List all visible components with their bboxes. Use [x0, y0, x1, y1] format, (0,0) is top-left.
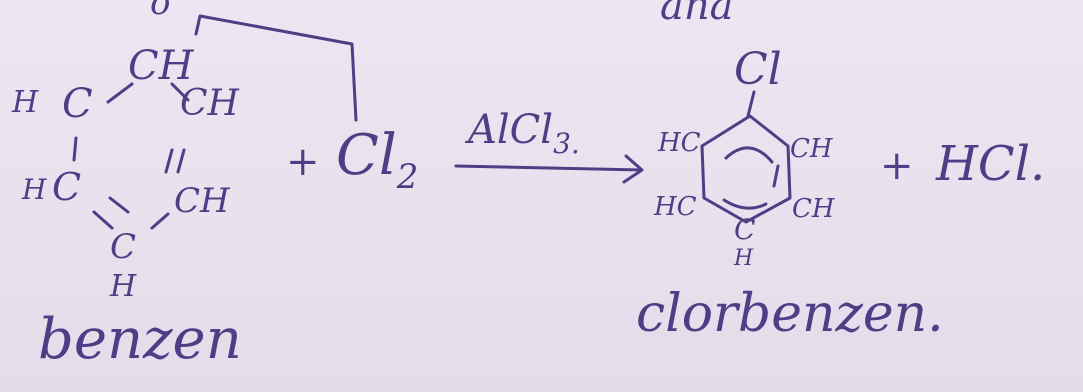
bond-c6-c5-double-a: [92, 210, 114, 230]
atom-right-top-ch: CH: [790, 134, 833, 164]
atom-c4-c: C: [52, 165, 82, 209]
bond-c3-c4-double-b: [176, 148, 186, 174]
reagent-cl2-symbol: Cl: [336, 123, 397, 188]
atom-c2-h: H: [12, 85, 39, 120]
atom-bottom-c: C: [734, 213, 756, 246]
product-ring-inner-bond-top: [724, 146, 774, 164]
byproduct-hcl: HCl.: [936, 136, 1046, 192]
bond-c3-c4-double-a: [164, 148, 174, 174]
atom-c4-h: H: [22, 173, 47, 206]
bond-ring-to-cl: [746, 90, 756, 118]
product-ring-inner-bond-bottom: [722, 198, 768, 210]
substituent-cl: Cl: [734, 44, 782, 95]
atom-c2-c: C: [62, 81, 93, 127]
atom-left-top-hc: HC: [658, 128, 701, 158]
atom-right-bottom-ch: CH: [792, 194, 835, 224]
atom-c6-h: H: [110, 269, 137, 304]
catalyst-alcl3: AlCl3.: [468, 107, 580, 158]
bond-c2-c6-left: [72, 136, 78, 162]
reaction-arrow-shaft: [454, 164, 642, 172]
chlorobenzene-name-label: clorbenzen.: [636, 284, 944, 344]
substitution-bracket: [194, 14, 358, 122]
atom-c5-ch: CH: [174, 181, 230, 221]
plus-sign-1: +: [286, 139, 320, 185]
bond-c6-c5-double-b: [108, 196, 130, 214]
top-edge-fragment-right: ana: [660, 0, 734, 29]
atom-c3-ch: CH: [180, 83, 239, 124]
atom-left-bottom-hc: HC: [654, 192, 697, 222]
benzene-name-label: benzen: [38, 307, 242, 372]
reaction-arrow-head: [622, 154, 644, 184]
atom-c1-ch: CH: [128, 43, 194, 89]
product-ring-hexagon: [700, 114, 792, 224]
catalyst-subscript: 3.: [553, 127, 580, 160]
atom-c6-c: C: [110, 227, 137, 267]
reagent-cl2-subscript: 2: [396, 157, 419, 197]
bond-c2-c1: [106, 82, 134, 104]
bond-c5-c4: [150, 212, 170, 230]
reagent-cl2: Cl2: [336, 128, 418, 195]
plus-sign-2: +: [880, 143, 914, 189]
bond-c1-c3: [170, 82, 190, 102]
atom-bottom-h: H: [734, 246, 754, 271]
product-ring-inner-bond-right: [772, 164, 780, 188]
catalyst-symbol: AlCl: [468, 107, 554, 153]
top-edge-fragment-left: o: [150, 0, 171, 23]
